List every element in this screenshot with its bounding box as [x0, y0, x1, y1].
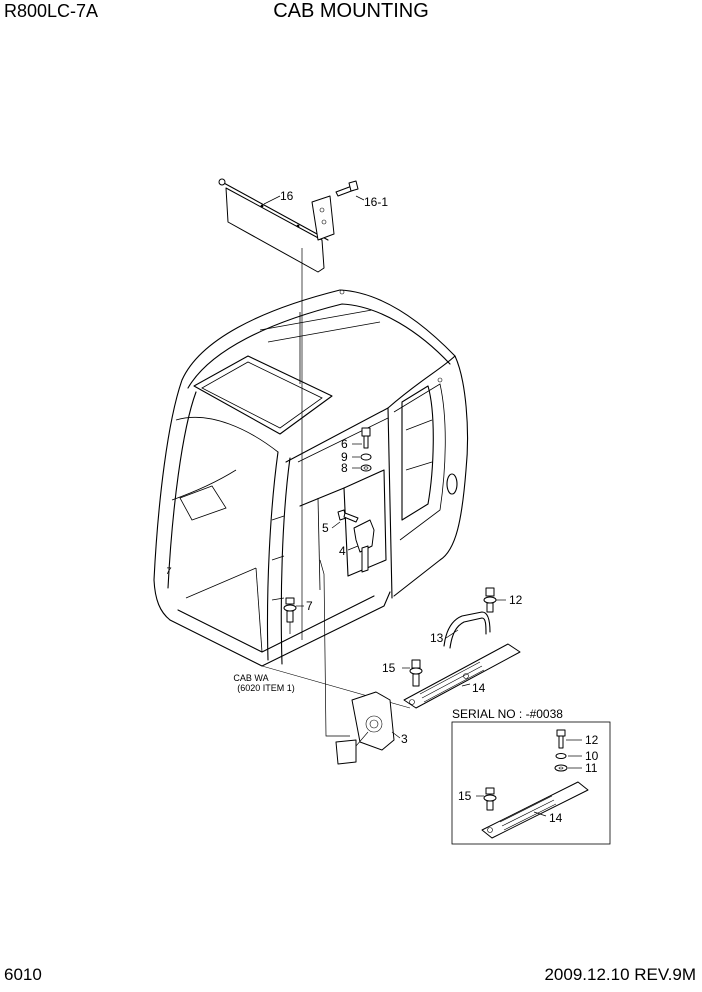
page-number: 6010 [4, 965, 42, 984]
callout-4: 4 [339, 544, 346, 558]
inset-callout-10: 10 [585, 749, 599, 763]
inset-callout-15: 15 [458, 789, 472, 803]
callout-5: 5 [322, 521, 329, 535]
inset-callout-14: 14 [549, 811, 563, 825]
bolt-7-part [283, 597, 297, 623]
visor-bolt-part [335, 180, 359, 197]
bracket-part [337, 509, 375, 573]
inset-callout-11: 11 [585, 761, 598, 775]
callout-16-1: 16-1 [364, 195, 388, 209]
model-name: R800LC-7A [4, 1, 99, 21]
callout-7: 7 [306, 599, 313, 613]
svg-text:7: 7 [166, 566, 172, 576]
page-title: CAB MOUNTING [273, 0, 429, 22]
callout-14: 14 [472, 681, 486, 695]
callout-9: 9 [341, 450, 348, 464]
step-assembly [403, 587, 521, 709]
mirror-part [319, 559, 395, 765]
inset-callout-12: 12 [585, 733, 599, 747]
callout-8: 8 [341, 461, 348, 475]
callout-15: 15 [382, 661, 396, 675]
serial-inset [451, 721, 611, 845]
serial-label: SERIAL NO : -#0038 [452, 707, 563, 721]
bolt-washer-stack [360, 427, 372, 472]
callout-16: 16 [280, 189, 294, 203]
cab-note-line2: (6020 ITEM 1) [237, 683, 295, 693]
callout-3: 3 [401, 732, 408, 746]
date-revision: 2009.12.10 REV.9M [544, 965, 696, 984]
sun-visor-part [218, 178, 335, 273]
callout-12: 12 [509, 593, 523, 607]
cab-body: 7 [153, 289, 469, 667]
callout-13: 13 [430, 631, 444, 645]
cab-note-line1: CAB WA [233, 673, 268, 683]
callout-6: 6 [341, 437, 348, 451]
